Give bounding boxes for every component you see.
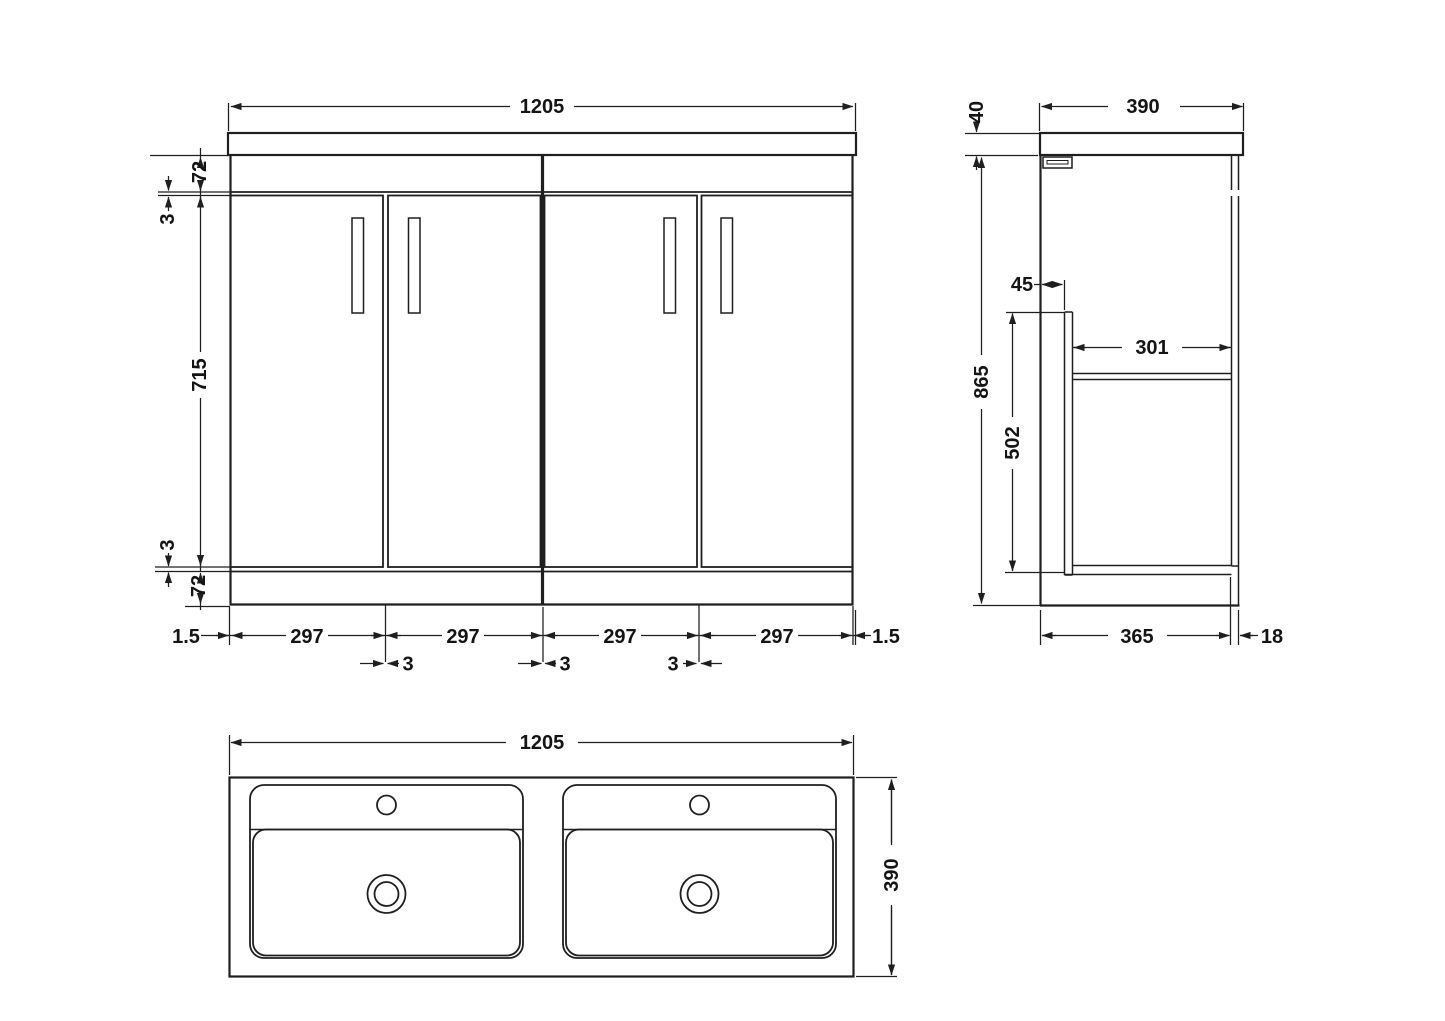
- front-dim-top-gap: 3: [157, 176, 179, 225]
- side-internal-height-label: 502: [1002, 426, 1024, 459]
- plan-basin-2-rim: [562, 784, 837, 959]
- side-internal-bottom: [1064, 564, 1232, 576]
- plan-basin-1-rim: [249, 784, 524, 959]
- side-worktop-thickness-label: 40: [966, 101, 988, 123]
- plan-basin-1-bowl: [252, 828, 521, 957]
- front-door-width-4-label: 297: [760, 626, 793, 648]
- front-door-gap-3-label: 3: [667, 654, 678, 676]
- front-top-gap-label: 3: [157, 213, 179, 224]
- front-door-width-3-label: 297: [603, 626, 636, 648]
- front-bottom-gap-label: 3: [157, 539, 179, 550]
- front-door-handle-3: [663, 217, 677, 314]
- side-internal-depth-label: 301: [1135, 337, 1168, 359]
- front-dim-door-gaps: 3 3 3: [360, 654, 722, 676]
- front-dim-door-widths: 1.5 297 297 297 297 1.5: [172, 626, 900, 648]
- front-door-height-label: 715: [189, 358, 211, 391]
- side-fixing-bracket: [1042, 156, 1073, 169]
- front-door-2: [387, 194, 542, 568]
- plan-basin-2-bowl: [565, 828, 834, 957]
- side-back-panel: [1230, 155, 1240, 606]
- plan-worktop-outline: [228, 776, 855, 978]
- plan-basin-1-waste-inner: [373, 881, 400, 907]
- plan-basin-2-tap-hole: [689, 794, 710, 816]
- side-dim-worktop-thickness: 40: [965, 101, 1040, 170]
- plan-dim-depth: 390: [856, 776, 903, 978]
- side-shelf: [1072, 372, 1232, 381]
- front-door-gap-2-label: 3: [559, 654, 570, 676]
- plan-basin-1: [249, 784, 524, 959]
- side-dim-door-offset: 45: [1011, 274, 1066, 310]
- front-door-width-1-label: 297: [290, 626, 323, 648]
- front-view: 1205 72 715 72 3 3: [150, 96, 900, 676]
- side-dim-internal-height: 502: [1002, 311, 1064, 574]
- front-left-extension-lines: [150, 154, 230, 608]
- plan-basin-1-tap-hole: [376, 794, 397, 816]
- side-dim-internal-depth: 301: [1073, 337, 1231, 359]
- front-right-overhang-label: 1.5: [872, 626, 900, 648]
- plan-view: 1205 390: [228, 732, 903, 978]
- front-door-3: [543, 194, 698, 568]
- front-door-handle-2: [407, 217, 421, 314]
- plan-basin-1-waste-outer: [366, 874, 407, 914]
- side-fixing-slot: [1046, 160, 1069, 165]
- front-door-gap-1-label: 3: [402, 654, 413, 676]
- side-worktop: [1038, 131, 1245, 157]
- front-dim-bottom-gap: 3: [157, 539, 179, 587]
- front-door-1: [229, 194, 384, 568]
- front-bottom-extension-lines: [228, 605, 857, 662]
- side-dim-depth: 390: [1038, 96, 1245, 131]
- side-door-offset-label: 45: [1011, 274, 1033, 296]
- front-dim-overall-width: 1205: [227, 96, 857, 131]
- side-cabinet-depth-label: 365: [1120, 626, 1153, 648]
- side-back-panel-label: 18: [1261, 626, 1283, 648]
- side-depth-label: 390: [1126, 96, 1159, 118]
- front-door-handle-4: [720, 217, 734, 314]
- front-door-4: [700, 194, 854, 568]
- front-left-overhang-label: 1.5: [172, 626, 200, 648]
- plan-basin-2-waste-outer: [679, 874, 720, 914]
- front-door-width-2-label: 297: [446, 626, 479, 648]
- plan-width-label: 1205: [520, 732, 565, 754]
- side-view: 390 40 865 45 502: [965, 96, 1283, 648]
- side-dim-height: 865: [971, 157, 1040, 607]
- side-carcass-front-edge: [1063, 311, 1074, 575]
- front-overall-width-label: 1205: [520, 96, 565, 118]
- plan-depth-label: 390: [881, 858, 903, 891]
- front-door-handle-1: [351, 217, 365, 314]
- plan-basin-2-waste-inner: [686, 881, 713, 907]
- side-dim-bottom: 365 18: [1039, 577, 1283, 648]
- front-worktop: [226, 131, 858, 157]
- front-top-rail-label: 72: [189, 161, 211, 183]
- front-dim-left-chain: 72 715 72: [188, 148, 211, 610]
- front-bottom-rail-label: 72: [188, 575, 210, 597]
- plan-dim-width: 1205: [228, 732, 855, 775]
- plan-basin-2: [562, 784, 837, 959]
- side-height-label: 865: [971, 365, 993, 398]
